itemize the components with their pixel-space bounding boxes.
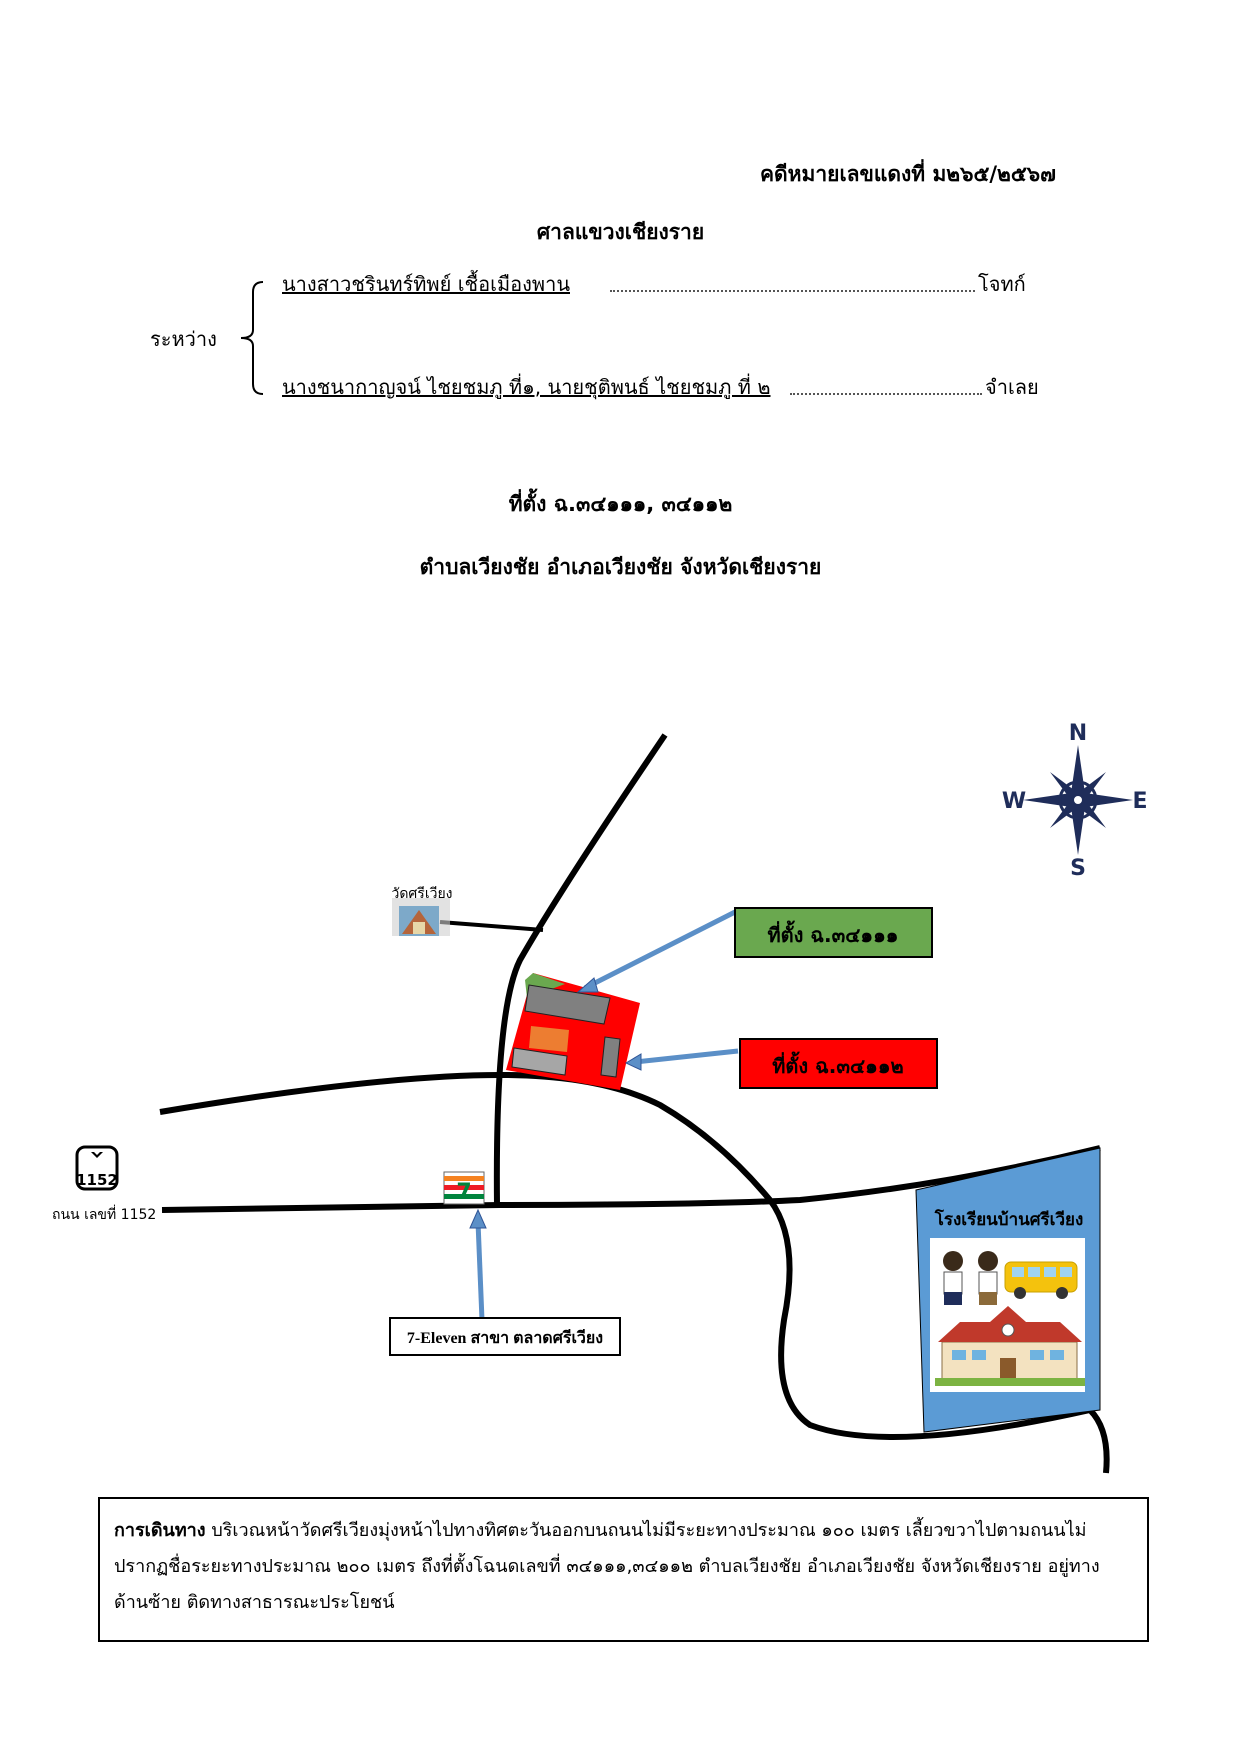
compass-west: W bbox=[1002, 789, 1026, 814]
between-label: ระหว่าง bbox=[150, 327, 217, 351]
arrow-plot1-shaft bbox=[583, 909, 737, 991]
school-label: โรงเรียนบ้านศรีเวียง bbox=[934, 1209, 1084, 1230]
plot2-label-box bbox=[739, 1038, 938, 1089]
location-title: ที่ตั้ง ฉ.๓๔๑๑๑, ๓๔๑๑๒ bbox=[508, 492, 733, 516]
court-name: ศาลแขวงเชียงราย bbox=[536, 220, 705, 244]
temple-label: วัดศรีเวียง bbox=[391, 886, 452, 902]
defendant-line: นางชนากาญจน์ ไชยชมภู ที่๑, นายชุติพนธ์ ไ… bbox=[282, 371, 771, 403]
building-4 bbox=[600, 1036, 621, 1078]
plaintiff-dots bbox=[610, 268, 975, 292]
seven-eleven-logo-icon: 7 bbox=[443, 1171, 485, 1205]
compass-rose-icon bbox=[1023, 745, 1133, 855]
plot-34112-shape bbox=[506, 973, 640, 1090]
building-3 bbox=[511, 1047, 568, 1076]
svg-text:7: 7 bbox=[456, 1180, 471, 1205]
plaintiff-name: นางสาวชรินทร์ทิพย์ เชื้อเมืองพาน bbox=[282, 272, 570, 296]
arrow-store-shaft bbox=[475, 1221, 485, 1321]
students-icon bbox=[943, 1251, 998, 1305]
directions-label: การเดินทาง bbox=[114, 1520, 206, 1541]
case-number: คดีหมายเลขแดงที่ ม๒๖๕/๒๕๖๗ bbox=[760, 162, 1056, 186]
defendant-role: จำเลย bbox=[985, 375, 1039, 399]
arrow-plot2-shaft bbox=[634, 1048, 739, 1065]
store-label-box bbox=[389, 1317, 621, 1356]
store-label: 7-Eleven สาขา ตลาดศรีเวียง bbox=[407, 1328, 603, 1347]
temple-connector bbox=[439, 920, 544, 932]
compass-north: N bbox=[1069, 721, 1087, 746]
road-sign-icon bbox=[75, 1145, 119, 1191]
plaintiff-line: นางสาวชรินทร์ทิพย์ เชื้อเมืองพาน bbox=[282, 268, 570, 300]
east-road bbox=[767, 1198, 1110, 1474]
north-road bbox=[493, 733, 668, 1206]
temple-icon bbox=[399, 906, 439, 936]
road-sign-number: 1152 bbox=[76, 1171, 118, 1189]
location-map: วัดศรีเวียง ที่ตั้ง ฉ.๓๔๑๑๑ ที่ตั้ง ฉ.๓๔… bbox=[52, 721, 1148, 1474]
road-label: ถนน เลขที่ 1152 bbox=[52, 1205, 156, 1223]
compass-south: S bbox=[1070, 856, 1086, 881]
plot2-label: ที่ตั้ง ฉ.๓๔๑๑๒ bbox=[772, 1051, 904, 1078]
school-bus-icon bbox=[1004, 1261, 1078, 1299]
location-address: ตำบลเวียงชัย อำเภอเวียงชัย จังหวัดเชียงร… bbox=[419, 555, 822, 579]
arrow-plot2-head bbox=[624, 1053, 642, 1071]
arrow-plot1-head bbox=[576, 977, 599, 993]
compass-east: E bbox=[1132, 789, 1147, 814]
directions-text: บริเวณหน้าวัดศรีเวียงมุ่งหน้าไปทางทิศตะว… bbox=[114, 1520, 1100, 1613]
plot1-label-box bbox=[734, 907, 933, 958]
plaintiff-role: โจทก์ bbox=[978, 272, 1026, 296]
party-brace bbox=[240, 281, 264, 395]
arrow-store-head bbox=[469, 1208, 487, 1229]
defendant-name: นางชนากาญจน์ ไชยชมภู ที่๑, นายชุติพนธ์ ไ… bbox=[282, 375, 771, 399]
school-building-icon bbox=[935, 1306, 1085, 1386]
highway-1152 bbox=[161, 1145, 1101, 1213]
defendant-dots bbox=[790, 371, 982, 395]
building-2 bbox=[529, 1026, 569, 1052]
directions-box: การเดินทาง บริเวณหน้าวัดศรีเวียงมุ่งหน้า… bbox=[98, 1497, 1149, 1642]
plot1-label: ที่ตั้ง ฉ.๓๔๑๑๑ bbox=[767, 920, 898, 947]
building-1 bbox=[524, 984, 611, 1025]
